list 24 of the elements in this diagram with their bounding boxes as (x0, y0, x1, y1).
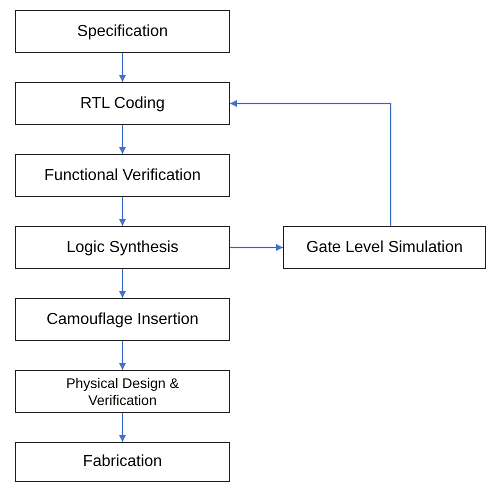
process-box (15, 298, 230, 341)
arrow (119, 269, 126, 298)
arrow (119, 341, 126, 370)
arrow (119, 197, 126, 226)
process-box (15, 370, 230, 413)
arrow (230, 100, 392, 226)
process-box (15, 154, 230, 197)
step-label: Logic Synthesis (66, 238, 179, 258)
process-box (15, 82, 230, 125)
arrow (119, 53, 126, 82)
step-label: Fabrication (82, 452, 162, 472)
step-label: Functional Verification (44, 166, 201, 186)
step-label: RTL Coding (80, 94, 165, 114)
step-label: Physical Design & Verification (65, 375, 180, 408)
process-box (15, 226, 230, 269)
process-box (15, 10, 230, 53)
process-box (15, 442, 230, 482)
step-label: Gate Level Simulation (306, 238, 463, 258)
arrow (230, 244, 283, 251)
step-label: Camouflage Insertion (46, 310, 199, 330)
arrow (119, 125, 126, 154)
step-label: Specification (77, 22, 168, 42)
arrow (119, 413, 126, 442)
process-box (283, 226, 486, 269)
